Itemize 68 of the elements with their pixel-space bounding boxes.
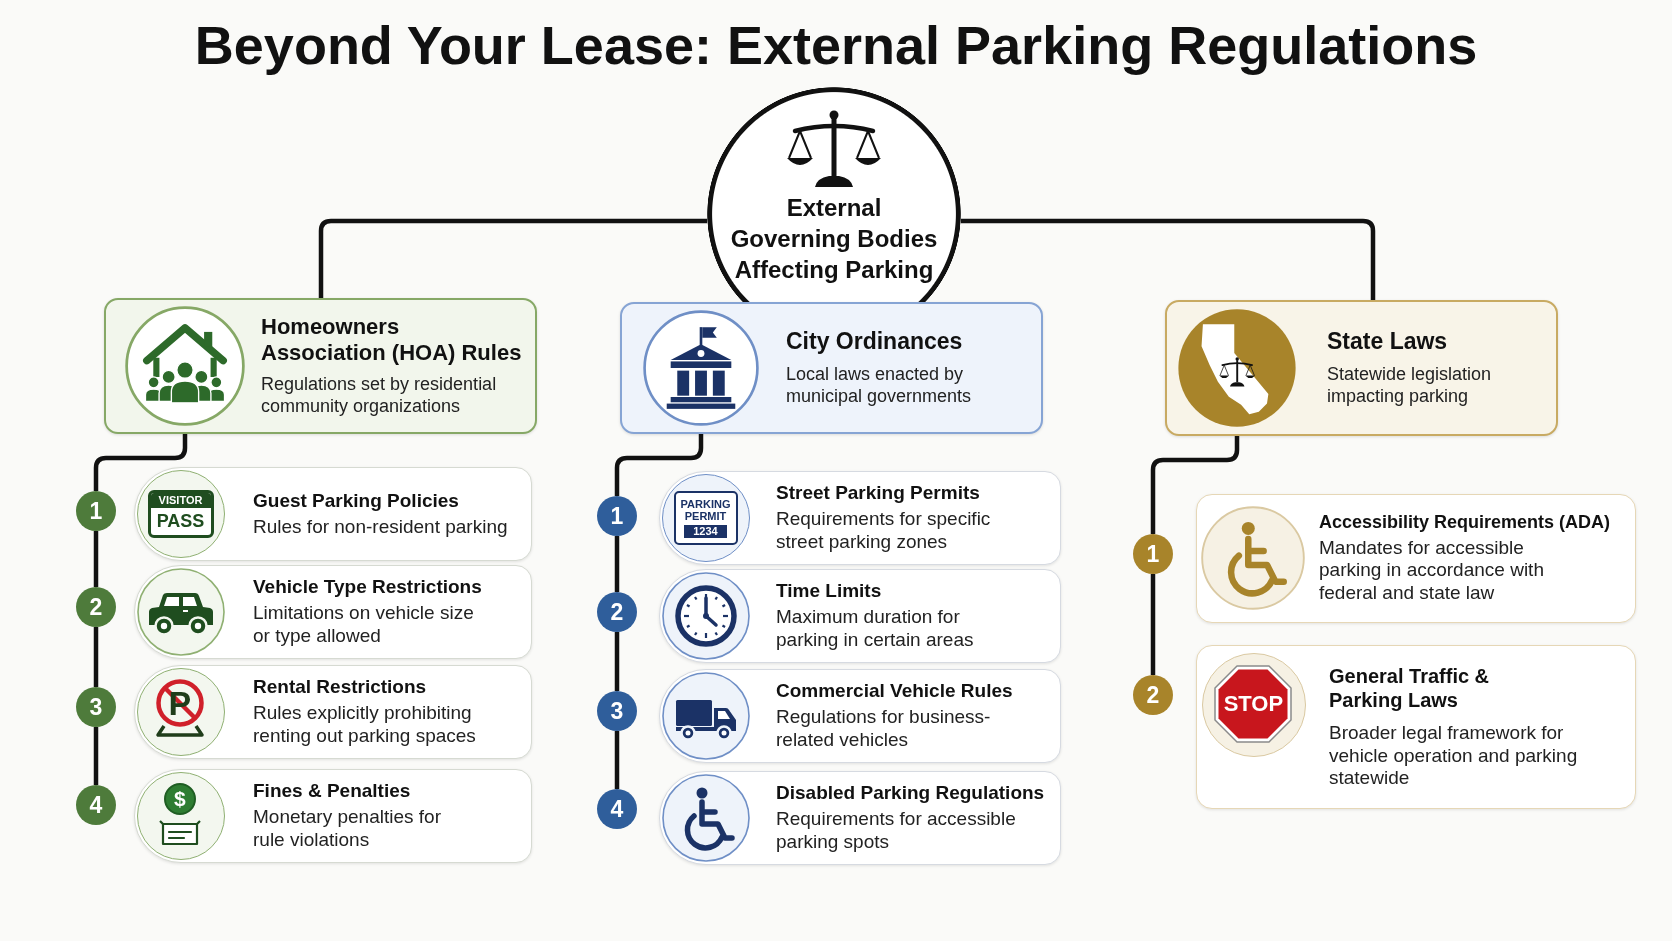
card-title: Fines & Penalties (253, 780, 411, 804)
step-marker: 2 (76, 587, 116, 627)
rule-card (659, 569, 1061, 663)
connector-line (614, 434, 704, 496)
sign-label: PARKING PERMIT (679, 497, 732, 522)
card-description: Requirements for specific street parking zones (776, 508, 992, 554)
card-title: Guest Parking Policies (253, 489, 459, 513)
rule-card (1196, 645, 1636, 809)
card-title: Accessibility Requirements (ADA) (1319, 512, 1611, 534)
connector-line (93, 727, 99, 785)
rule-card (1196, 494, 1636, 623)
card-title: Street Parking Permits (776, 482, 980, 506)
rule-card (134, 467, 532, 561)
step-marker: 4 (76, 785, 116, 825)
panel-title: City Ordinances (786, 328, 963, 355)
connector-line (1150, 436, 1240, 534)
rule-card (659, 669, 1061, 763)
step-marker: 2 (597, 592, 637, 632)
connector-line (93, 627, 99, 687)
connector-line (93, 531, 99, 587)
card-description: Regulations for business-related vehicles (776, 706, 992, 752)
sign-number: 1234 (684, 524, 727, 538)
step-marker: 1 (597, 496, 637, 536)
step-marker: 3 (597, 691, 637, 731)
card-description: Rules explicitly prohibiting renting out parking spaces (253, 702, 477, 748)
panel-description: Regulations set by residential community organizations (261, 372, 498, 418)
step-marker: 2 (1133, 675, 1173, 715)
connector-line (614, 731, 620, 789)
sign-label: STOP (1223, 692, 1284, 717)
card-description: Monetary penalties for rule violations (253, 806, 442, 852)
panel-description: Statewide legislation impacting parking (1327, 362, 1493, 408)
panel-description: Local laws enacted by municipal governments (786, 362, 973, 408)
rule-card (659, 471, 1061, 565)
connector-line (93, 434, 188, 491)
step-marker: 1 (1133, 534, 1173, 574)
card-title: Time Limits (776, 580, 882, 604)
category-panel (1165, 300, 1558, 436)
card-title: Commercial Vehicle Rules (776, 680, 1013, 704)
rule-card (659, 771, 1061, 865)
category-panel (104, 298, 537, 434)
card-description: Rules for non-resident parking (253, 515, 508, 539)
category-panel (620, 302, 1043, 434)
dollar-coin: $ (163, 782, 196, 815)
card-description: Requirements for accessible parking spots (776, 808, 1017, 854)
card-title: Disabled Parking Regulations (776, 782, 1045, 806)
connector-line (960, 218, 1376, 300)
rule-card (134, 769, 532, 863)
panel-title: Homeowners Association (HOA) Rules (261, 314, 523, 365)
step-marker: 1 (76, 491, 116, 531)
connector-line (614, 632, 620, 691)
card-title: Vehicle Type Restrictions (253, 576, 482, 600)
panel-title: State Laws (1327, 328, 1448, 355)
rule-card (134, 565, 532, 659)
connector-line (614, 536, 620, 592)
connector-line (318, 218, 708, 298)
card-description: Mandates for accessible parking in accordance with federal and state law (1319, 536, 1545, 605)
connector-line (1150, 574, 1156, 675)
rule-card (134, 665, 532, 759)
card-description: Limitations on vehicle size or type allowed (253, 602, 475, 648)
step-marker: 4 (597, 789, 637, 829)
card-title: General Traffic & Parking Laws (1329, 663, 1491, 712)
step-marker: 3 (76, 687, 116, 727)
card-description: Maximum duration for parking in certain areas (776, 606, 975, 652)
sign-heading: VISITOR (150, 492, 211, 508)
hub-title: External Governing Bodies Affecting Parking (729, 193, 939, 285)
card-title: Rental Restrictions (253, 676, 427, 700)
card-description: Broader legal framework for vehicle operation and parking statewide (1329, 721, 1579, 791)
sign-label: PASS (156, 509, 205, 533)
